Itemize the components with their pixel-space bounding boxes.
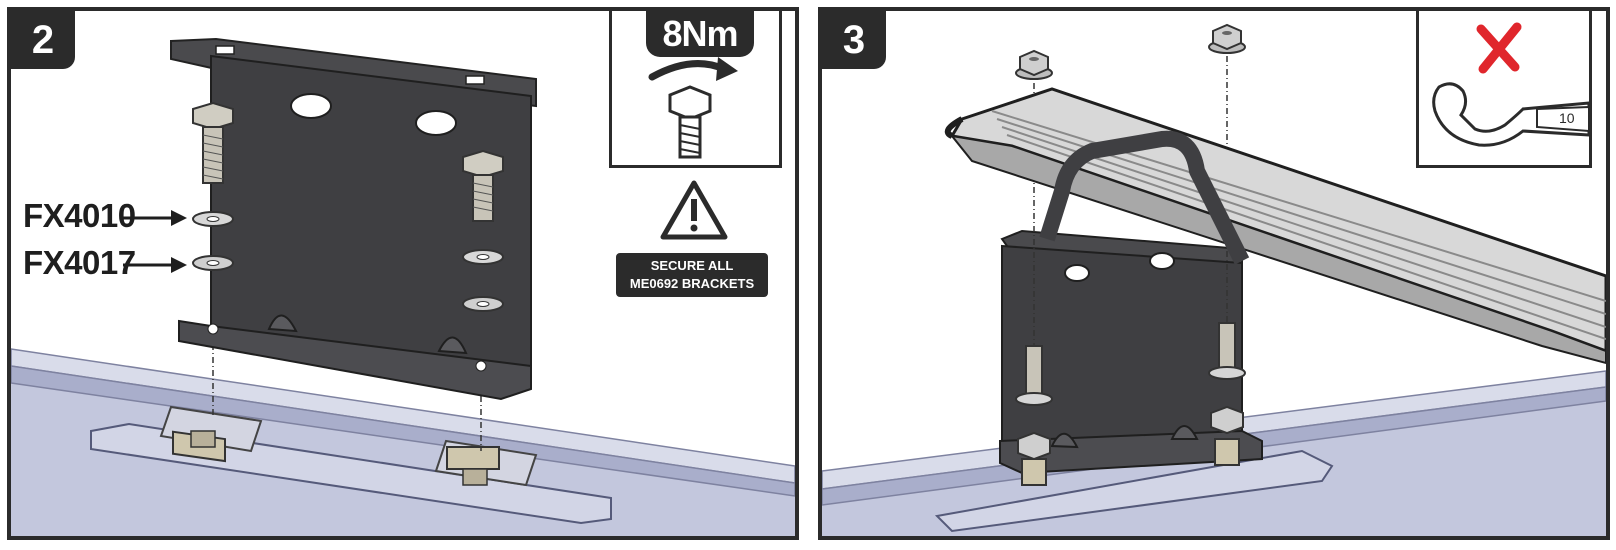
step-2-panel: 2 FX4010 FX4017 8Nm SECURE ALL M	[7, 7, 799, 540]
secure-brackets-warning: SECURE ALL ME0692 BRACKETS	[616, 253, 768, 297]
channel-plate	[934, 449, 1334, 533]
rail-edge	[11, 365, 795, 497]
wrench-icon: 10	[1432, 82, 1591, 147]
wrench-size-label: 10	[1559, 110, 1575, 126]
bracket	[170, 37, 537, 401]
rotate-arrow-icon	[648, 57, 738, 81]
bolt-icon	[668, 85, 712, 159]
arrow-fx4017	[123, 257, 187, 273]
torque-inset: 8Nm	[609, 11, 782, 168]
step-number-badge: 3	[822, 11, 886, 69]
channel-clip-right	[434, 439, 538, 487]
arrow-fx4010	[123, 210, 187, 226]
warning-line-2: ME0692 BRACKETS	[629, 276, 755, 291]
flange-nut-left	[1015, 49, 1053, 80]
bracket-saddle	[1039, 130, 1250, 265]
flange-nut-right	[1208, 23, 1246, 54]
bolt-left	[192, 101, 234, 184]
stud-left	[1015, 345, 1053, 406]
step-2-illustration	[11, 37, 795, 536]
red-x-icon	[1476, 22, 1522, 74]
torque-value: 8Nm	[646, 11, 754, 57]
stud-right	[1208, 322, 1246, 380]
bolt-right	[462, 149, 504, 222]
warning-line-1: SECURE ALL	[650, 258, 734, 273]
rail-top	[11, 348, 795, 484]
step-3-panel: 3 10	[818, 7, 1610, 540]
step-number-badge: 2	[11, 11, 75, 69]
warning-triangle-icon	[660, 180, 728, 240]
tool-inset: 10	[1416, 11, 1592, 168]
bottom-nut-right	[1210, 405, 1244, 466]
part-label-fx4017: FX4017	[23, 244, 136, 281]
bottom-nut-left	[1017, 431, 1051, 486]
step-3-illustration	[822, 23, 1606, 536]
channel-clip-left	[159, 405, 263, 463]
part-label-fx4010: FX4010	[23, 197, 136, 234]
